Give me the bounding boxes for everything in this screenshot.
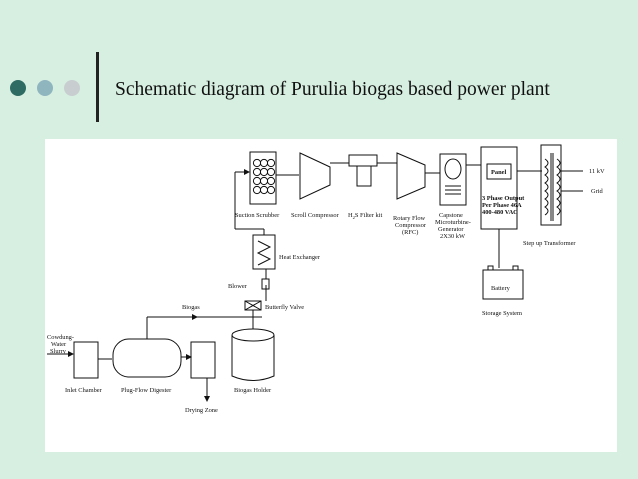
scroll-compressor: [299, 152, 331, 200]
step-up-transformer-label: Step up Transformer: [523, 240, 576, 247]
biogas-holder-top: [231, 328, 275, 342]
scroll-compressor-label: Scroll Compressor: [291, 212, 340, 219]
blower-label: Blower: [228, 283, 248, 290]
microturbine-window: [444, 158, 462, 180]
plug-flow-digester-label: Plug-Flow Digester: [121, 387, 172, 394]
heat-exchanger-coil: [256, 240, 272, 266]
slide-title: Schematic diagram of Purulia biogas base…: [115, 79, 550, 100]
schematic-diagram: Cowdung- Water Slurry Inlet Chamber Plug…: [47, 144, 605, 414]
biogas-holder-label: Biogas Holder: [234, 387, 272, 394]
rfc-label-1: Rotary Flow: [393, 215, 426, 222]
heat-exchanger-label: Heat Exchanger: [279, 254, 321, 261]
rfc-label-2: Compressor: [395, 222, 427, 229]
title-divider: [96, 52, 99, 122]
butterfly-valve-label: Butterfly Valve: [265, 304, 304, 311]
bullet-dot-light: [64, 80, 80, 96]
h2s-filter-top: [348, 154, 378, 167]
butterfly-valve-cross: [244, 300, 262, 311]
transformer-secondary-coil: [556, 158, 561, 216]
slurry-label: Slurry: [50, 348, 67, 355]
kv-label: 11 kV: [589, 168, 605, 175]
bullet-dot-dark: [10, 80, 26, 96]
inlet-chamber: [73, 341, 99, 379]
rotary-flow-compressor: [396, 152, 426, 200]
capstone-label-1: Capstone: [439, 212, 463, 219]
battery: [482, 269, 524, 300]
plug-flow-digester: [112, 338, 182, 378]
output-label-2: Per Phase 46A: [482, 202, 522, 209]
panel-display: [486, 163, 512, 180]
cowdung-label: Cowdung-: [47, 334, 74, 341]
bullet-dot-mid: [37, 80, 53, 96]
h2s-filter-kit-label: H2S Filter kit: [348, 212, 382, 220]
panel: [480, 146, 518, 230]
drying-zone-label: Drying Zone: [185, 407, 218, 414]
battery-terminal-left: [487, 265, 494, 271]
biogas-label: Biogas: [182, 304, 200, 311]
transformer-primary-coil: [544, 158, 549, 216]
capstone-label-4: 2X30 kW: [440, 233, 466, 240]
rfc-label-3: (RFC): [402, 229, 418, 236]
step-up-transformer: [540, 144, 562, 226]
output-label-1: 3 Phase Output: [482, 195, 525, 202]
water-label: Water: [51, 341, 67, 348]
panel-label: Panel: [491, 169, 506, 176]
capstone-label-3: Generator: [438, 226, 464, 233]
battery-label: Battery: [491, 285, 511, 292]
output-label-3: 400-480 VAC: [482, 209, 518, 216]
capstone-microturbine: [439, 153, 467, 206]
h2s-filter-body: [356, 165, 372, 187]
bullet-dots: [10, 80, 90, 100]
heat-exchanger: [252, 234, 276, 270]
battery-terminal-right: [512, 265, 519, 271]
suction-scrubber-label: Suction Scrubber: [235, 212, 280, 219]
diagram-panel: Cowdung- Water Slurry Inlet Chamber Plug…: [45, 139, 617, 452]
inlet-chamber-label: Inlet Chamber: [65, 387, 103, 394]
scrubber-packing: [252, 158, 276, 195]
grid-label: Grid: [591, 188, 604, 195]
storage-system-label: Storage System: [482, 310, 522, 317]
drying-zone: [190, 341, 216, 379]
suction-scrubber: [249, 151, 277, 205]
capstone-label-2: Microturbine-: [435, 219, 471, 226]
biogas-holder: [231, 335, 275, 381]
